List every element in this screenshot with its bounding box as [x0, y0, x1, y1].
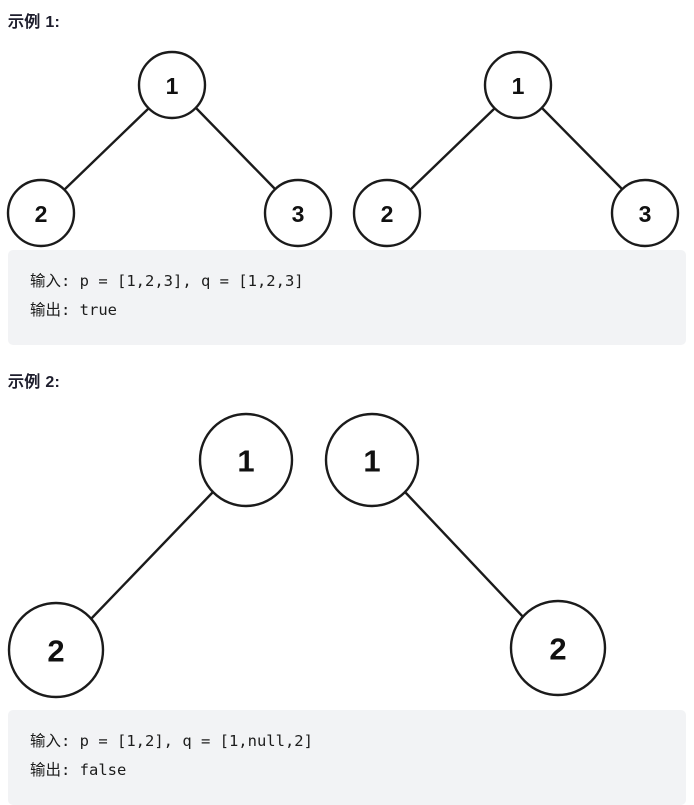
tree-q-edge-root-left: [408, 106, 497, 192]
node-label: 2: [381, 201, 394, 227]
node-circle: [6, 178, 76, 248]
node-label: 1: [512, 73, 525, 99]
node-label: 1: [237, 444, 254, 479]
tree-q-node-right: 3: [610, 178, 680, 248]
node-label: 3: [292, 201, 305, 227]
node-label: 3: [639, 201, 652, 227]
example-2-output-line: 输出: false: [30, 761, 127, 779]
tree-q-node-left: 2: [352, 178, 422, 248]
tree-p-node-root: 1: [198, 412, 294, 508]
node-label: 1: [363, 444, 380, 479]
tree-p-node-left: 2: [6, 178, 76, 248]
tree-q-node-root: 1: [483, 50, 553, 120]
node-circle: [352, 178, 422, 248]
tree-p-edge-root-right: [194, 106, 278, 192]
node-circle: [263, 178, 333, 248]
node-label: 2: [549, 632, 566, 667]
tree-p-edge-root-left: [87, 490, 215, 623]
tree-q-edge-root-right: [540, 106, 625, 192]
example-2-tree-figure: 1 2 1 2: [0, 400, 694, 700]
tree-q-node-right: 2: [509, 599, 607, 697]
node-circle: [324, 412, 420, 508]
node-circle: [483, 50, 553, 120]
example-1-tree-figure: 1 2 3 1 2 3: [0, 40, 694, 250]
tree-p-edge-root-left: [62, 106, 151, 192]
example-1-output-line: 输出: true: [30, 301, 117, 319]
node-circle: [610, 178, 680, 248]
node-circle: [7, 601, 105, 699]
node-label: 2: [35, 201, 48, 227]
tree-p-node-root: 1: [137, 50, 207, 120]
example-1-code-block: 输入: p = [1,2,3], q = [1,2,3] 输出: true: [8, 250, 686, 345]
example-1-input-line: 输入: p = [1,2,3], q = [1,2,3]: [30, 272, 304, 290]
example-1-heading: 示例 1:: [8, 14, 61, 31]
tree-q-edge-root-right: [403, 490, 527, 621]
tree-p-node-left: 2: [7, 601, 105, 699]
node-label: 2: [47, 634, 64, 669]
tree-p-node-right: 3: [263, 178, 333, 248]
node-label: 1: [166, 73, 179, 99]
node-circle: [137, 50, 207, 120]
example-2-heading: 示例 2:: [8, 374, 61, 391]
node-circle: [198, 412, 294, 508]
example-2-input-line: 输入: p = [1,2], q = [1,null,2]: [30, 732, 313, 750]
example-2-code-block: 输入: p = [1,2], q = [1,null,2] 输出: false: [8, 710, 686, 805]
tree-q-node-root: 1: [324, 412, 420, 508]
node-circle: [509, 599, 607, 697]
